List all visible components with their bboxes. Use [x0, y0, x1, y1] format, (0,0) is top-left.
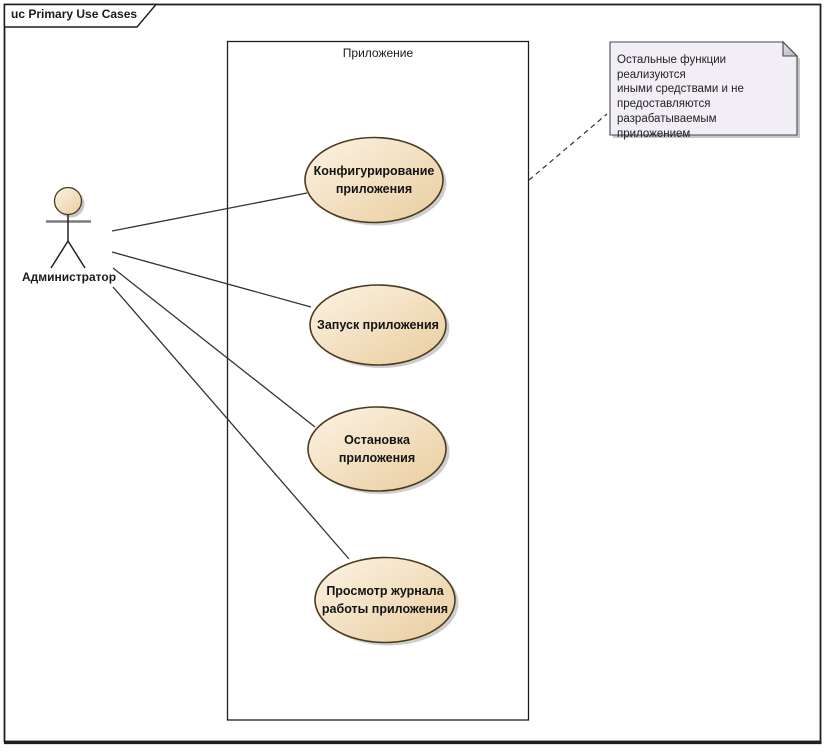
note-connector-dashed[interactable]	[528, 113, 608, 181]
association-configure[interactable]	[111, 192, 308, 232]
frame-tab	[3, 3, 158, 28]
actor-name-label: Администратор	[21, 270, 117, 284]
actor-icon[interactable]	[46, 186, 91, 269]
use-case-label-view-log: Просмотр журнала работы приложения	[321, 583, 449, 616]
association-view-log[interactable]	[112, 286, 350, 560]
use-case-ellipses	[304, 136, 459, 646]
use-case-label-start-app: Запуск приложения	[317, 317, 439, 332]
use-case-configure-app[interactable]	[304, 136, 444, 224]
use-case-label-configure-app: Конфигурирование приложения	[313, 163, 435, 196]
note-fold-icon	[782, 40, 799, 57]
diagram-frame	[3, 3, 822, 745]
note-shape[interactable]	[609, 40, 800, 138]
use-case-stop-app[interactable]	[307, 406, 447, 492]
note-text: Остальные функции реализуются иными сред…	[617, 54, 744, 140]
use-case-view-log[interactable]	[314, 556, 456, 644]
association-stop[interactable]	[112, 267, 316, 428]
association-start[interactable]	[111, 251, 312, 308]
use-case-label-stop-app: Остановка приложения	[338, 432, 416, 465]
frame-title: uc Primary Use Cases	[11, 7, 138, 21]
system-boundary-label: Приложение	[342, 46, 414, 60]
association-lines	[111, 192, 350, 560]
use-case-start-app[interactable]	[309, 284, 447, 366]
